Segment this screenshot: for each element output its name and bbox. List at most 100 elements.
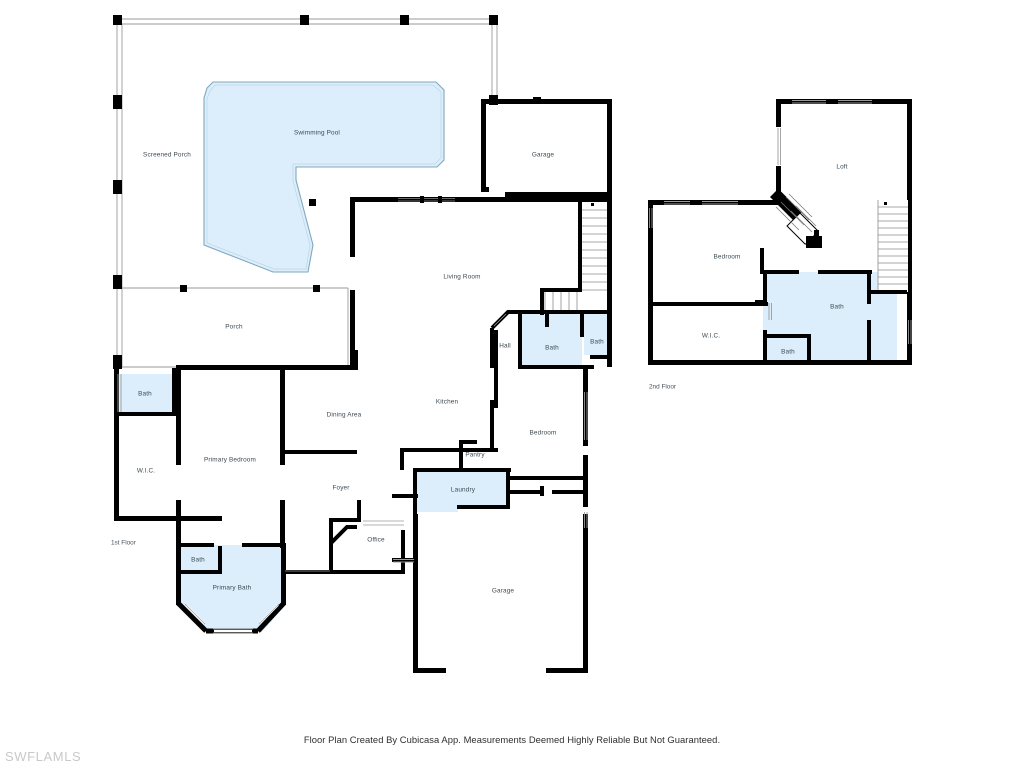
wall-living-top (350, 197, 612, 202)
wall-bath2-small-top (767, 334, 811, 338)
wall-laundry-bottom (457, 505, 510, 509)
wall-garage-top (481, 99, 612, 104)
wall-stair-landing-left (540, 288, 544, 315)
wall-wic2-top (648, 302, 768, 306)
wall-pbath-right (281, 543, 286, 605)
wall-bath-div2 (545, 313, 549, 327)
wall-loft-top (776, 99, 912, 104)
wall-garage-bottom (481, 187, 489, 192)
room-label: Garage (532, 152, 555, 159)
room-label: Office (367, 537, 385, 544)
wall-bath2-div-v (867, 270, 871, 304)
mls-watermark: SWFLAMLS (5, 749, 82, 764)
wall-office-bottom (285, 570, 405, 574)
room-label: Bedroom (530, 430, 557, 437)
first-floor-walls (114, 97, 612, 673)
wall-garage-right (607, 99, 612, 199)
wall-lgarage-bottom-r (546, 668, 588, 673)
wall-dining-div (285, 450, 357, 454)
wall-loft-right (907, 99, 912, 365)
wall-bath2-div-v2 (867, 320, 871, 364)
first-floor-room-labels: Screened Porch Swimming Pool Garage Livi… (137, 130, 604, 595)
wall-pbath-left (176, 543, 181, 605)
wet-area-fills (118, 81, 897, 632)
wall-kitchen-left (494, 330, 498, 408)
wall-garage-left (481, 99, 486, 192)
swimming-pool-inner-line (206, 84, 442, 270)
wall-bath-west-right (172, 368, 176, 416)
wall-primary-right-b (280, 500, 285, 548)
wall-primary-right (280, 365, 285, 465)
wall-pantry-right (490, 400, 494, 450)
screened-porch-thin-walls (116, 18, 498, 368)
wall-pantry-left (459, 440, 463, 470)
wall-office-right (401, 530, 405, 574)
wall-primary-left-b (176, 500, 181, 548)
room-label: Kitchen (436, 399, 459, 406)
wall-bedroom-div2 (552, 490, 583, 494)
wall-bath2-small-right (807, 334, 811, 364)
wall-laundry-top (413, 468, 511, 472)
wall-loft-left-b (776, 166, 781, 194)
wall-bath2-left-b (763, 330, 767, 364)
stair-treads-upper (582, 209, 607, 291)
room-label: W.I.C. (137, 468, 155, 475)
second-floor-room-labels: Loft Bedroom Bath W.I.C. Bath (702, 164, 848, 356)
room-label: Bath (545, 345, 559, 352)
wall-pantry-top (459, 440, 477, 444)
wall-bath-right-lower (590, 355, 612, 359)
wall-bedroom2-bottom (648, 360, 912, 365)
wall-lgarage-left (413, 514, 418, 672)
second-floor-straight-stair (877, 200, 908, 292)
wall-garage-bottom2 (505, 192, 612, 197)
second-bath-fill-small (767, 336, 811, 363)
wall-bath2-top-r (818, 270, 872, 274)
room-label: Bath (830, 304, 844, 311)
wall-right-exterior (607, 197, 612, 367)
wall-foyer-right (357, 500, 361, 522)
wall-living-left-b (350, 290, 355, 365)
wall-wic-bottom (114, 516, 222, 521)
room-label: Dining Area (327, 412, 362, 419)
primary-bath-fill (176, 545, 283, 632)
swimming-pool-shape (203, 81, 445, 273)
second-floor-walls (648, 99, 912, 365)
room-label: Garage (492, 588, 515, 595)
bath-fill-hall (520, 313, 582, 369)
screen-posts (113, 15, 498, 369)
wall-laundry-left (413, 468, 417, 514)
second-floor-label: 2nd Floor (649, 384, 677, 391)
laundry-fill (413, 470, 508, 512)
wall-pbath-top-left (176, 543, 214, 547)
room-label: Bath (191, 557, 205, 564)
wall-west-exterior (114, 368, 119, 520)
wall-bath2-stub (755, 300, 767, 304)
wall-bath-left (518, 310, 522, 369)
bath-fill-hall-small (584, 313, 610, 355)
wall-bath-bottom (518, 365, 594, 369)
wall-stair2-stub (814, 230, 819, 248)
room-label: W.I.C. (702, 333, 720, 340)
wall-kitchen-bottom (400, 448, 498, 452)
room-label: Pantry (465, 452, 485, 459)
room-label: Screened Porch (143, 152, 191, 159)
room-label: Loft (836, 164, 847, 171)
wall-loft-left (776, 99, 781, 127)
room-label: Bath (138, 391, 152, 398)
room-label: Porch (225, 324, 243, 331)
wall-bedroom-div (510, 490, 540, 494)
room-label: Hall (499, 343, 511, 350)
room-label: Living Room (443, 274, 480, 281)
bath-fill-west (118, 374, 176, 412)
room-label: Primary Bedroom (204, 457, 256, 464)
foyer-walls (329, 518, 357, 548)
wall-west-bath-bottom (114, 412, 176, 416)
wall-bedroom2-left (648, 200, 653, 363)
wall-loft-div (760, 248, 764, 274)
wall-bedroom-bottom (510, 476, 583, 480)
wall-bath-div (580, 313, 584, 337)
room-label: Swimming Pool (294, 130, 340, 137)
room-label: Bath (590, 339, 604, 346)
